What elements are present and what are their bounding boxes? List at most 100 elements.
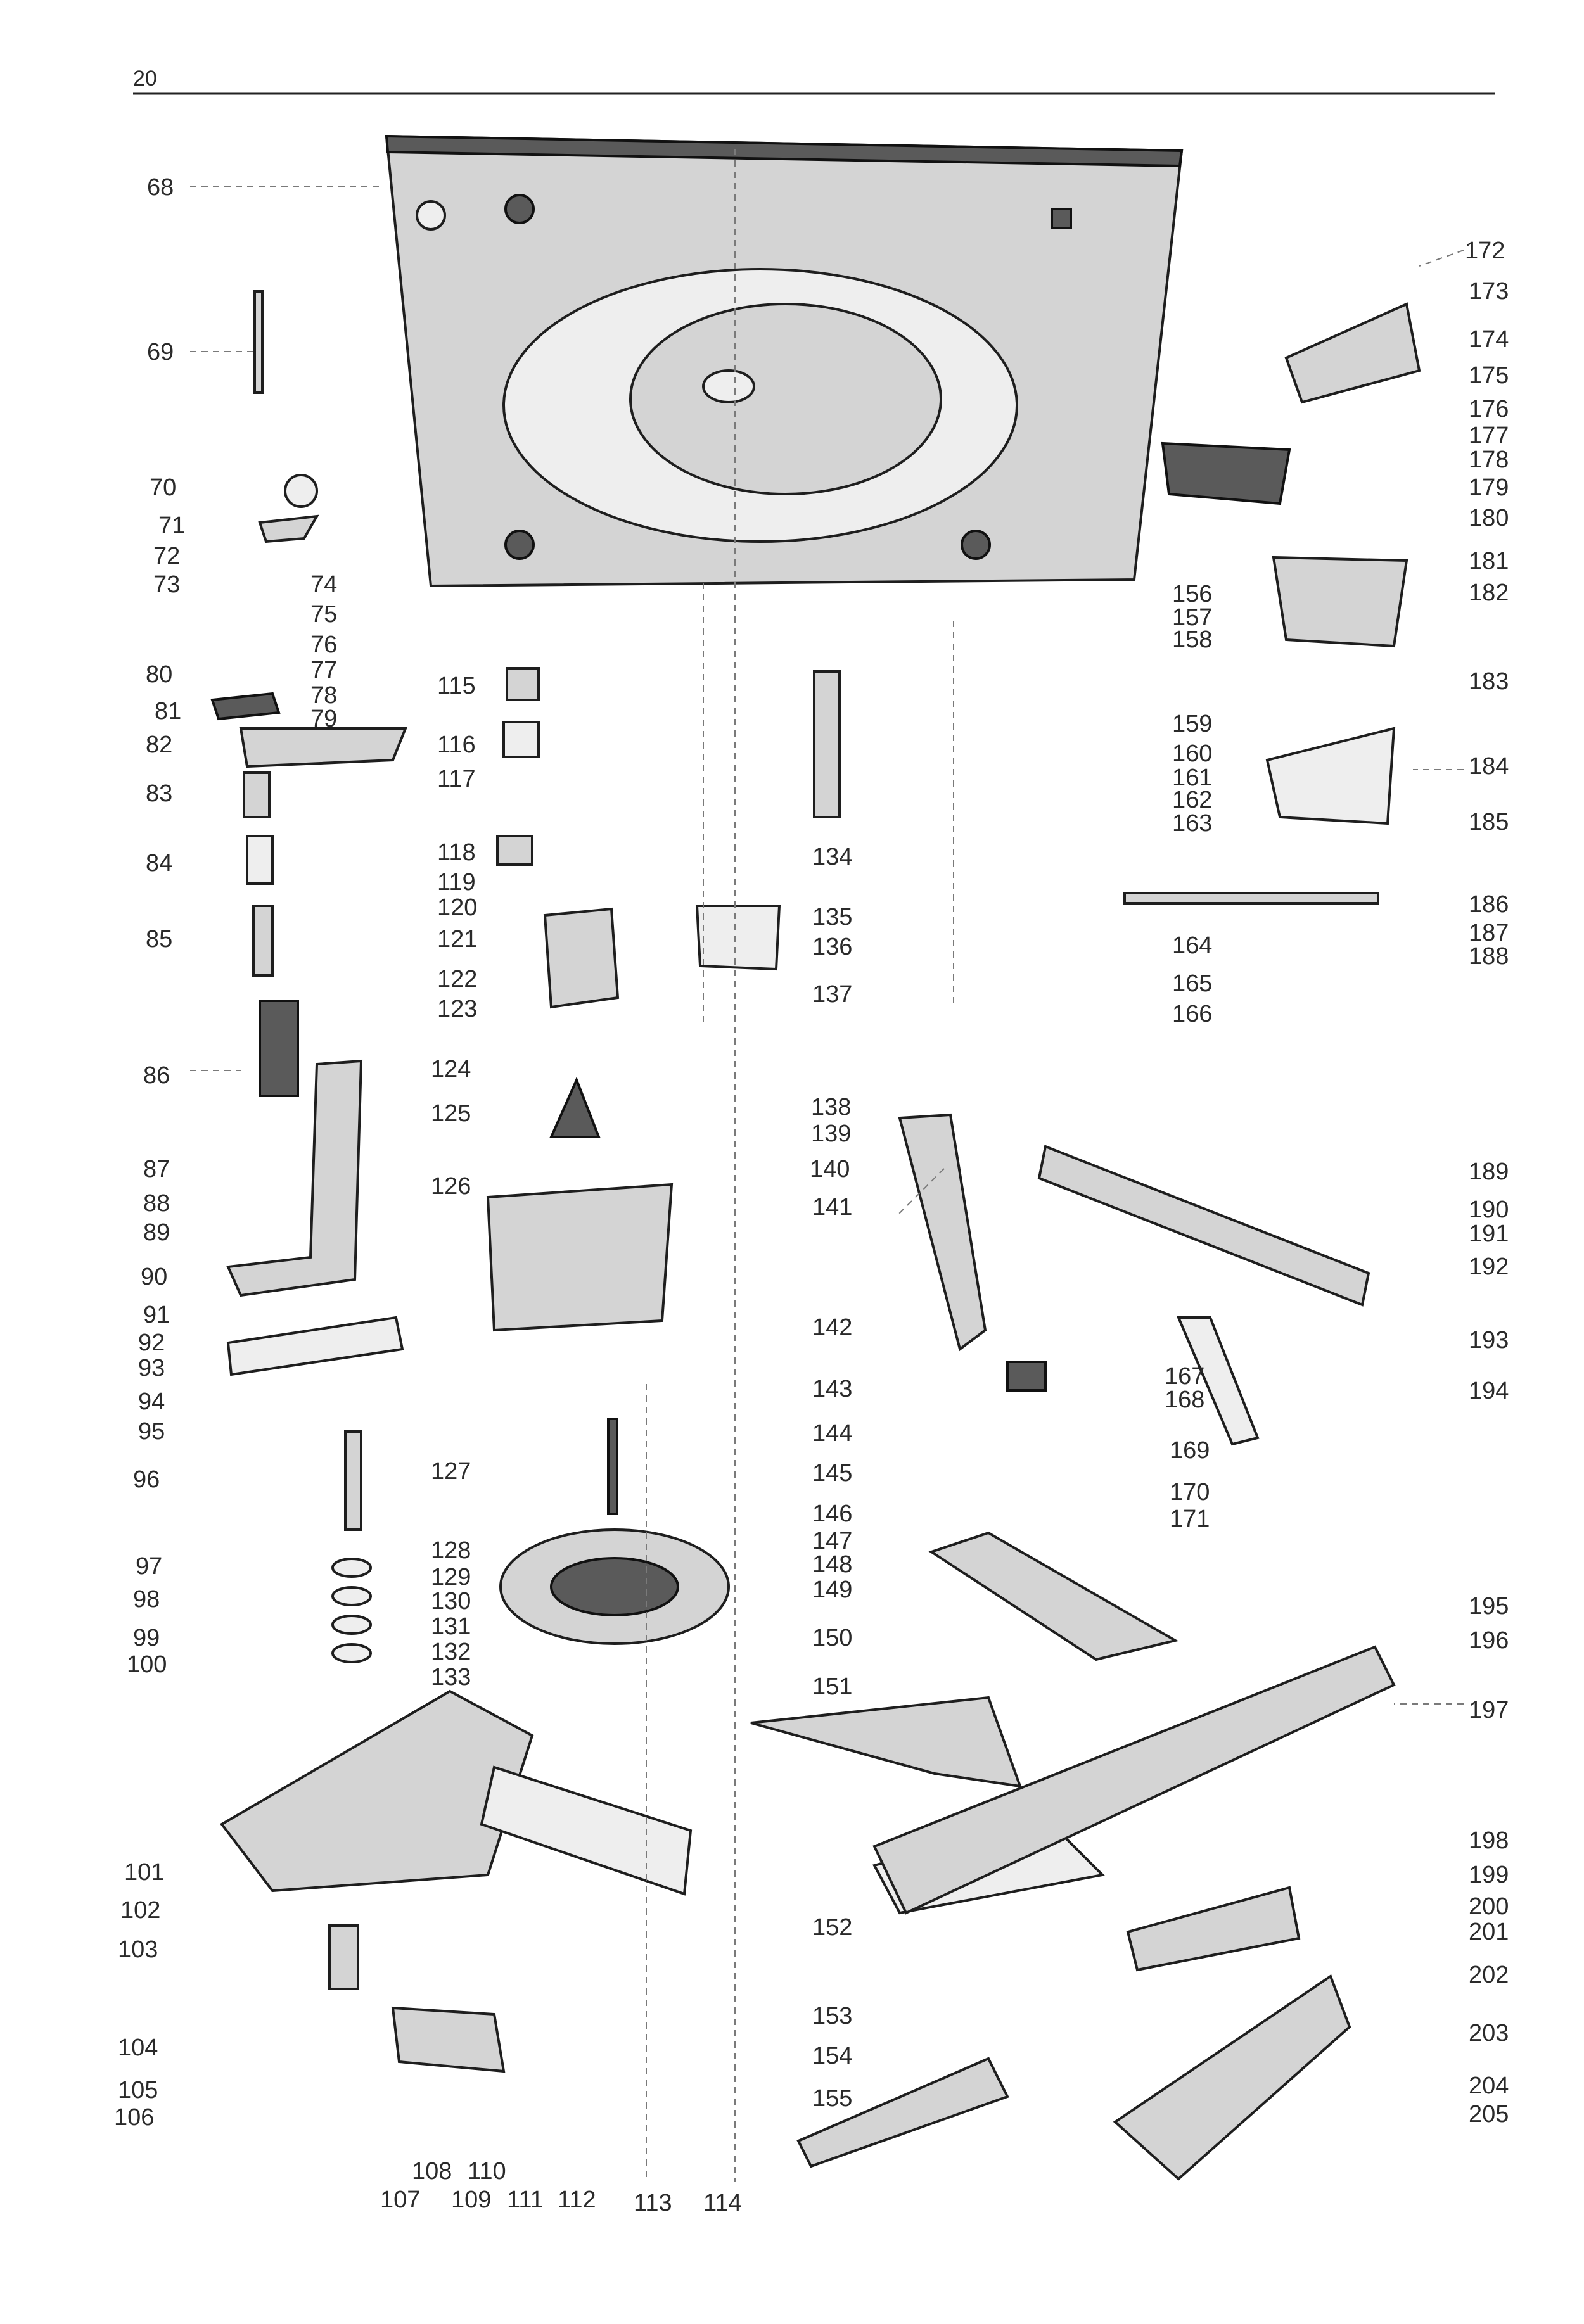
callout: 187 xyxy=(1469,920,1509,946)
callout: 205 xyxy=(1469,2101,1509,2128)
callout: 128 xyxy=(431,1537,471,1564)
callout: 166 xyxy=(1172,1001,1212,1027)
callout: 167 xyxy=(1165,1363,1204,1390)
callout: 94 xyxy=(138,1388,165,1415)
callout: 88 xyxy=(143,1190,170,1217)
callout: 193 xyxy=(1469,1327,1509,1354)
callout: 69 xyxy=(147,339,174,365)
callout: 148 xyxy=(812,1551,852,1578)
page-number: 20 xyxy=(133,67,157,91)
callout: 155 xyxy=(812,2085,852,2112)
callout: 165 xyxy=(1172,970,1212,997)
base-plate-drawing xyxy=(385,134,1184,588)
callout: 97 xyxy=(136,1553,162,1580)
callout: 176 xyxy=(1469,396,1509,422)
callout: 198 xyxy=(1469,1827,1509,1854)
callout: 132 xyxy=(431,1639,471,1665)
callout: 174 xyxy=(1469,326,1509,353)
callout: 170 xyxy=(1170,1479,1210,1506)
callout: 140 xyxy=(810,1156,850,1183)
callout: 136 xyxy=(812,934,852,960)
callout: 107 xyxy=(380,2187,420,2213)
callout: 86 xyxy=(143,1062,170,1089)
callout: 134 xyxy=(812,844,852,870)
callout: 164 xyxy=(1172,932,1212,959)
callout: 111 xyxy=(507,2187,544,2213)
callout: 102 xyxy=(120,1897,160,1924)
callout: 137 xyxy=(812,981,852,1008)
callout: 177 xyxy=(1469,422,1509,449)
callout: 162 xyxy=(1172,787,1212,813)
callout: 108 xyxy=(412,2158,452,2185)
callout: 103 xyxy=(118,1936,158,1963)
callout: 85 xyxy=(146,926,172,953)
callout: 141 xyxy=(812,1194,852,1221)
callout: 83 xyxy=(146,780,172,807)
callout: 78 xyxy=(310,682,337,709)
callout: 159 xyxy=(1172,711,1212,737)
callout: 72 xyxy=(153,543,180,569)
callout: 96 xyxy=(133,1466,160,1493)
callout: 135 xyxy=(812,904,852,930)
callout: 160 xyxy=(1172,740,1212,767)
callout: 200 xyxy=(1469,1893,1509,1920)
callout: 190 xyxy=(1469,1197,1509,1223)
callout: 157 xyxy=(1172,604,1212,631)
callout: 181 xyxy=(1469,548,1509,575)
callout: 182 xyxy=(1469,580,1509,606)
callout: 90 xyxy=(141,1264,167,1290)
callout: 74 xyxy=(310,571,337,598)
callout: 188 xyxy=(1469,943,1509,970)
callout: 114 xyxy=(703,2190,742,2216)
callout: 199 xyxy=(1469,1862,1509,1888)
callout: 156 xyxy=(1172,581,1212,607)
callout: 99 xyxy=(133,1625,160,1651)
callout: 89 xyxy=(143,1219,170,1246)
callout: 120 xyxy=(437,894,477,921)
callout: 125 xyxy=(431,1100,471,1127)
callout: 163 xyxy=(1172,810,1212,837)
callout: 68 xyxy=(147,174,174,201)
callout: 73 xyxy=(153,571,180,598)
callout: 104 xyxy=(118,2035,158,2061)
leader-lines xyxy=(190,149,1464,2182)
callout: 203 xyxy=(1469,2020,1509,2047)
callout: 201 xyxy=(1469,1919,1509,1945)
callout: 175 xyxy=(1469,362,1509,389)
callout: 121 xyxy=(437,926,477,953)
callout: 82 xyxy=(146,732,172,758)
callout: 202 xyxy=(1469,1962,1509,1988)
callout: 131 xyxy=(431,1613,471,1640)
callout: 169 xyxy=(1170,1437,1210,1464)
callout: 194 xyxy=(1469,1378,1509,1404)
callout: 71 xyxy=(158,512,185,539)
callout: 119 xyxy=(437,869,476,896)
callout: 168 xyxy=(1165,1387,1204,1413)
callout: 101 xyxy=(124,1859,164,1886)
callout: 196 xyxy=(1469,1627,1509,1654)
callout: 110 xyxy=(468,2158,506,2185)
callout: 106 xyxy=(114,2104,154,2131)
callout: 122 xyxy=(437,966,477,993)
callout: 138 xyxy=(811,1094,851,1121)
callout: 87 xyxy=(143,1156,170,1183)
callout: 123 xyxy=(437,996,477,1022)
callout: 152 xyxy=(812,1914,852,1941)
callout: 76 xyxy=(310,632,337,658)
callout: 185 xyxy=(1469,809,1509,835)
callout: 92 xyxy=(138,1330,165,1356)
callout: 126 xyxy=(431,1173,471,1200)
callout: 118 xyxy=(437,839,476,866)
callout: 133 xyxy=(431,1664,471,1691)
callout-labels: 68 69 70 71 72 73 80 81 82 83 84 85 86 8… xyxy=(114,174,1509,2216)
callout: 115 xyxy=(437,673,476,699)
callout: 151 xyxy=(812,1673,852,1700)
callout: 84 xyxy=(146,850,172,877)
callout: 154 xyxy=(812,2043,852,2069)
callout: 98 xyxy=(133,1586,160,1613)
callout: 153 xyxy=(812,2003,852,2029)
callout: 180 xyxy=(1469,505,1509,531)
callout: 172 xyxy=(1465,238,1505,264)
callout: 124 xyxy=(431,1056,471,1083)
